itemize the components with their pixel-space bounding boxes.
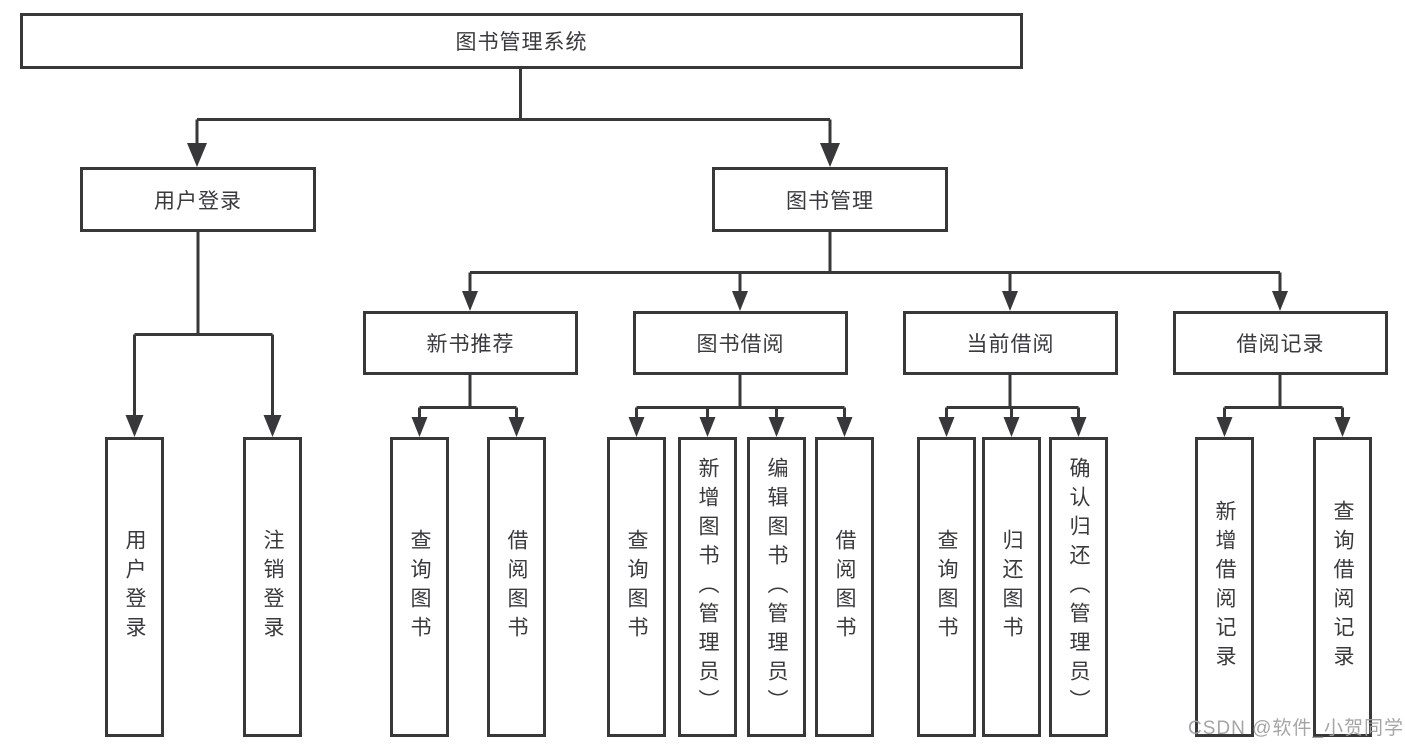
leaf-label: 用户登录 (123, 529, 146, 645)
node-book-borrowing: 图书借阅 (633, 311, 848, 375)
connector-book-borrow (635, 375, 846, 418)
node-label: 用户登录 (154, 189, 242, 213)
leaf-borrow-books: 借阅图书 (815, 437, 874, 737)
leaf-confirm-return-admin: 确认归还（管理员） (1049, 437, 1108, 737)
node-label: 图书管理系统 (455, 31, 588, 54)
leaf-query-books: 查询图书 (917, 437, 976, 737)
leaf-add-borrow-record: 新增借阅记录 (1195, 437, 1254, 737)
leaf-logout: 注销登录 (243, 437, 302, 737)
leaf-label: 借阅图书 (505, 529, 528, 645)
leaf-label: 归还图书 (1000, 529, 1023, 645)
connector-root (195, 69, 832, 144)
node-label: 当前借阅 (966, 333, 1055, 356)
leaf-add-books-admin: 新增图书（管理员） (678, 437, 737, 737)
leaf-label: 查询图书 (935, 529, 958, 645)
csdn-watermark: CSDN @软件_小贺同学 (1188, 718, 1404, 739)
node-label: 借阅记录 (1236, 333, 1325, 356)
node-library-management-system: 图书管理系统 (20, 13, 1023, 69)
connector-borrow-records (1223, 375, 1344, 418)
leaf-label: 注销登录 (261, 529, 284, 645)
leaf-label: 查询借阅记录 (1331, 500, 1354, 674)
leaf-borrow-books: 借阅图书 (487, 437, 546, 737)
connector-book-mgmt (468, 232, 1282, 292)
leaf-query-borrow-record: 查询借阅记录 (1313, 437, 1372, 737)
leaf-label: 编辑图书（管理员） (765, 456, 788, 718)
connector-user-login (133, 232, 274, 416)
node-book-management: 图书管理 (712, 167, 948, 232)
node-label: 图书借阅 (696, 333, 785, 356)
leaf-return-books: 归还图书 (982, 437, 1041, 737)
leaf-label: 查询图书 (408, 529, 431, 645)
leaf-edit-books-admin: 编辑图书（管理员） (747, 437, 806, 737)
leaf-label: 查询图书 (625, 529, 648, 645)
leaf-query-books: 查询图书 (390, 437, 449, 737)
leaf-label: 新增图书（管理员） (696, 456, 719, 718)
leaf-label: 确认归还（管理员） (1067, 456, 1090, 718)
node-label: 新书推荐 (426, 333, 515, 356)
arrowheads (125, 143, 1351, 437)
node-current-borrowing: 当前借阅 (903, 311, 1118, 375)
connector-current-borrow (945, 375, 1080, 418)
node-borrowing-records: 借阅记录 (1173, 311, 1388, 375)
leaf-query-books: 查询图书 (607, 437, 666, 737)
node-new-book-recommendation: 新书推荐 (363, 311, 578, 375)
leaf-label: 新增借阅记录 (1213, 500, 1236, 674)
leaf-label: 借阅图书 (833, 529, 856, 645)
node-user-login: 用户登录 (80, 167, 316, 232)
connector-new-books (418, 375, 518, 418)
node-label: 图书管理 (786, 189, 874, 213)
leaf-user-login: 用户登录 (105, 437, 164, 737)
